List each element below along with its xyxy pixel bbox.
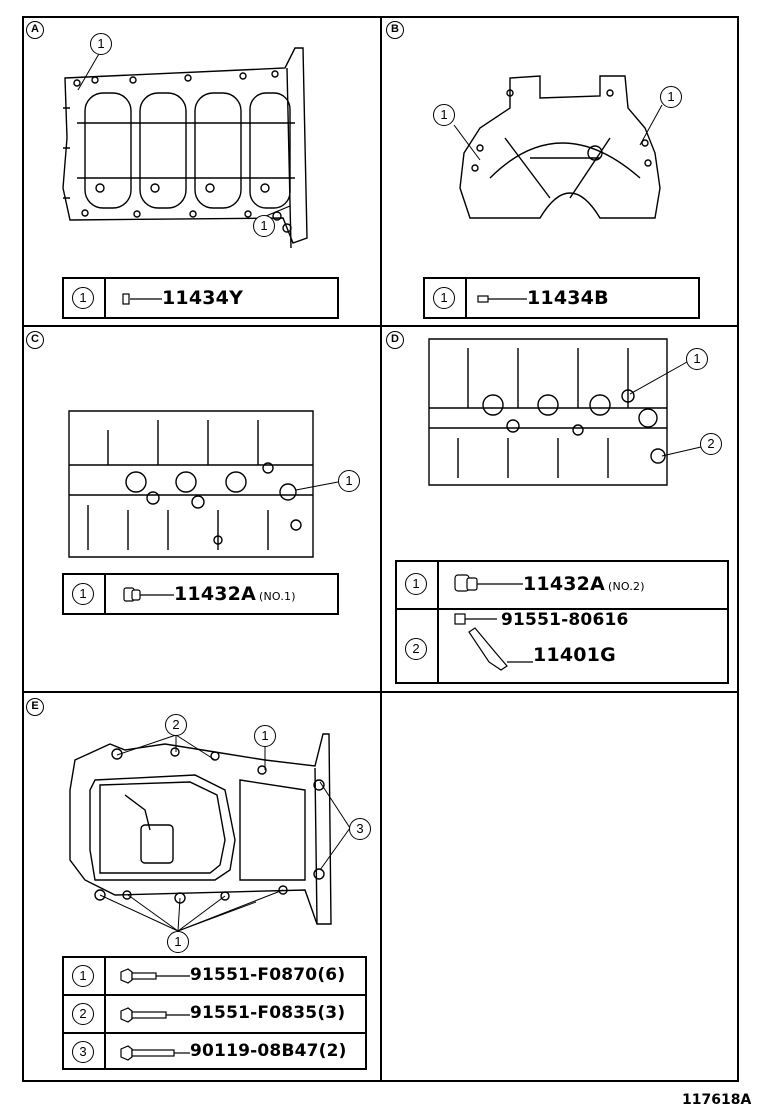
sensor-icon: [454, 613, 533, 671]
legend-e-row-divider-2: [64, 1032, 365, 1034]
panel-d-engine-block-rear: [428, 338, 668, 486]
legend-b-num-1: 1: [433, 287, 455, 309]
panel-label-a: A: [26, 21, 44, 39]
legend-d-part-1: 11432A: [523, 573, 606, 595]
legend-d-part-number-2a: 91551-80616: [501, 610, 629, 630]
legend-a-num-1: 1: [72, 287, 94, 309]
panel-label-c: C: [26, 331, 44, 349]
legend-a-part-number: 11434Y: [162, 287, 244, 309]
panel-b-engine-block-end: [450, 68, 680, 228]
panel-e-callout-1-top: 1: [254, 725, 276, 747]
pin-icon: [477, 295, 527, 303]
plug-icon: [123, 587, 174, 602]
panel-d-callout-1: 1: [686, 348, 708, 370]
legend-e-divider: [104, 958, 106, 1068]
legend-c-part-number: 11432A(NO.1): [174, 583, 296, 605]
legend-c-qualifier: (NO.1): [259, 590, 296, 603]
legend-d-qualifier-1: (NO.2): [608, 580, 645, 593]
legend-e-num-2: 2: [72, 1003, 94, 1025]
grid-divider-row-1: [22, 325, 739, 327]
legend-e-row-divider-1: [64, 994, 365, 996]
legend-d-divider: [437, 562, 439, 682]
panel-label-b: B: [386, 21, 404, 39]
grid-divider-row-2: [22, 691, 739, 693]
bolt-icon: [120, 1007, 190, 1023]
panel-a-callout-1-top: 1: [90, 33, 112, 55]
legend-b-part-number: 11434B: [527, 287, 609, 309]
legend-d-row-divider: [397, 608, 727, 610]
legend-d-part-number-2b: 11401G: [533, 644, 616, 666]
legend-b-divider: [465, 279, 467, 317]
legend-c-num-1: 1: [72, 583, 94, 605]
grid-vertical-divider: [380, 16, 382, 1082]
panel-b-legend: 1 11434B: [423, 277, 700, 319]
legend-c-part: 11432A: [174, 583, 257, 605]
panel-b-callout-1-right: 1: [660, 86, 682, 108]
panel-d-callout-2: 2: [700, 433, 722, 455]
panel-e-callout-3: 3: [349, 818, 371, 840]
panel-e-oil-pan: [65, 730, 335, 926]
panel-d-legend: 1 11432A(NO.2) 2 91551-80616 11401G: [395, 560, 729, 684]
pin-icon: [122, 293, 162, 305]
legend-a-divider: [104, 279, 106, 317]
plug-icon: [454, 574, 523, 592]
panel-label-d: D: [386, 331, 404, 349]
figure-number: 117618A: [682, 1092, 752, 1108]
legend-d-num-2: 2: [405, 638, 427, 660]
bolt-icon: [120, 1045, 190, 1061]
legend-e-num-3: 3: [72, 1041, 94, 1063]
legend-e-part-number-3: 90119-08B47(2): [190, 1041, 347, 1061]
legend-e-num-1: 1: [72, 965, 94, 987]
panel-a-legend: 1 11434Y: [62, 277, 339, 319]
panel-e-callout-2: 2: [165, 714, 187, 736]
panel-a-callout-1-bottom: 1: [253, 215, 275, 237]
legend-e-part-number-2: 91551-F0835(3): [190, 1003, 346, 1023]
panel-c-engine-block-front: [68, 410, 314, 558]
legend-c-divider: [104, 575, 106, 613]
bolt-icon: [120, 968, 190, 984]
legend-d-num-1: 1: [405, 573, 427, 595]
legend-e-part-number-1: 91551-F0870(6): [190, 965, 346, 985]
legend-d-part-number-1: 11432A(NO.2): [523, 573, 645, 595]
panel-c-callout-1: 1: [338, 470, 360, 492]
panel-e-callout-1-bottom: 1: [167, 931, 189, 953]
panel-label-e: E: [26, 698, 44, 716]
panel-c-legend: 1 11432A(NO.1): [62, 573, 339, 615]
panel-b-callout-1-left: 1: [433, 104, 455, 126]
panel-e-legend: 1 91551-F0870(6) 2 91551-F0835(3) 3 9011…: [62, 956, 367, 1070]
panel-a-engine-block-side: [55, 38, 315, 258]
